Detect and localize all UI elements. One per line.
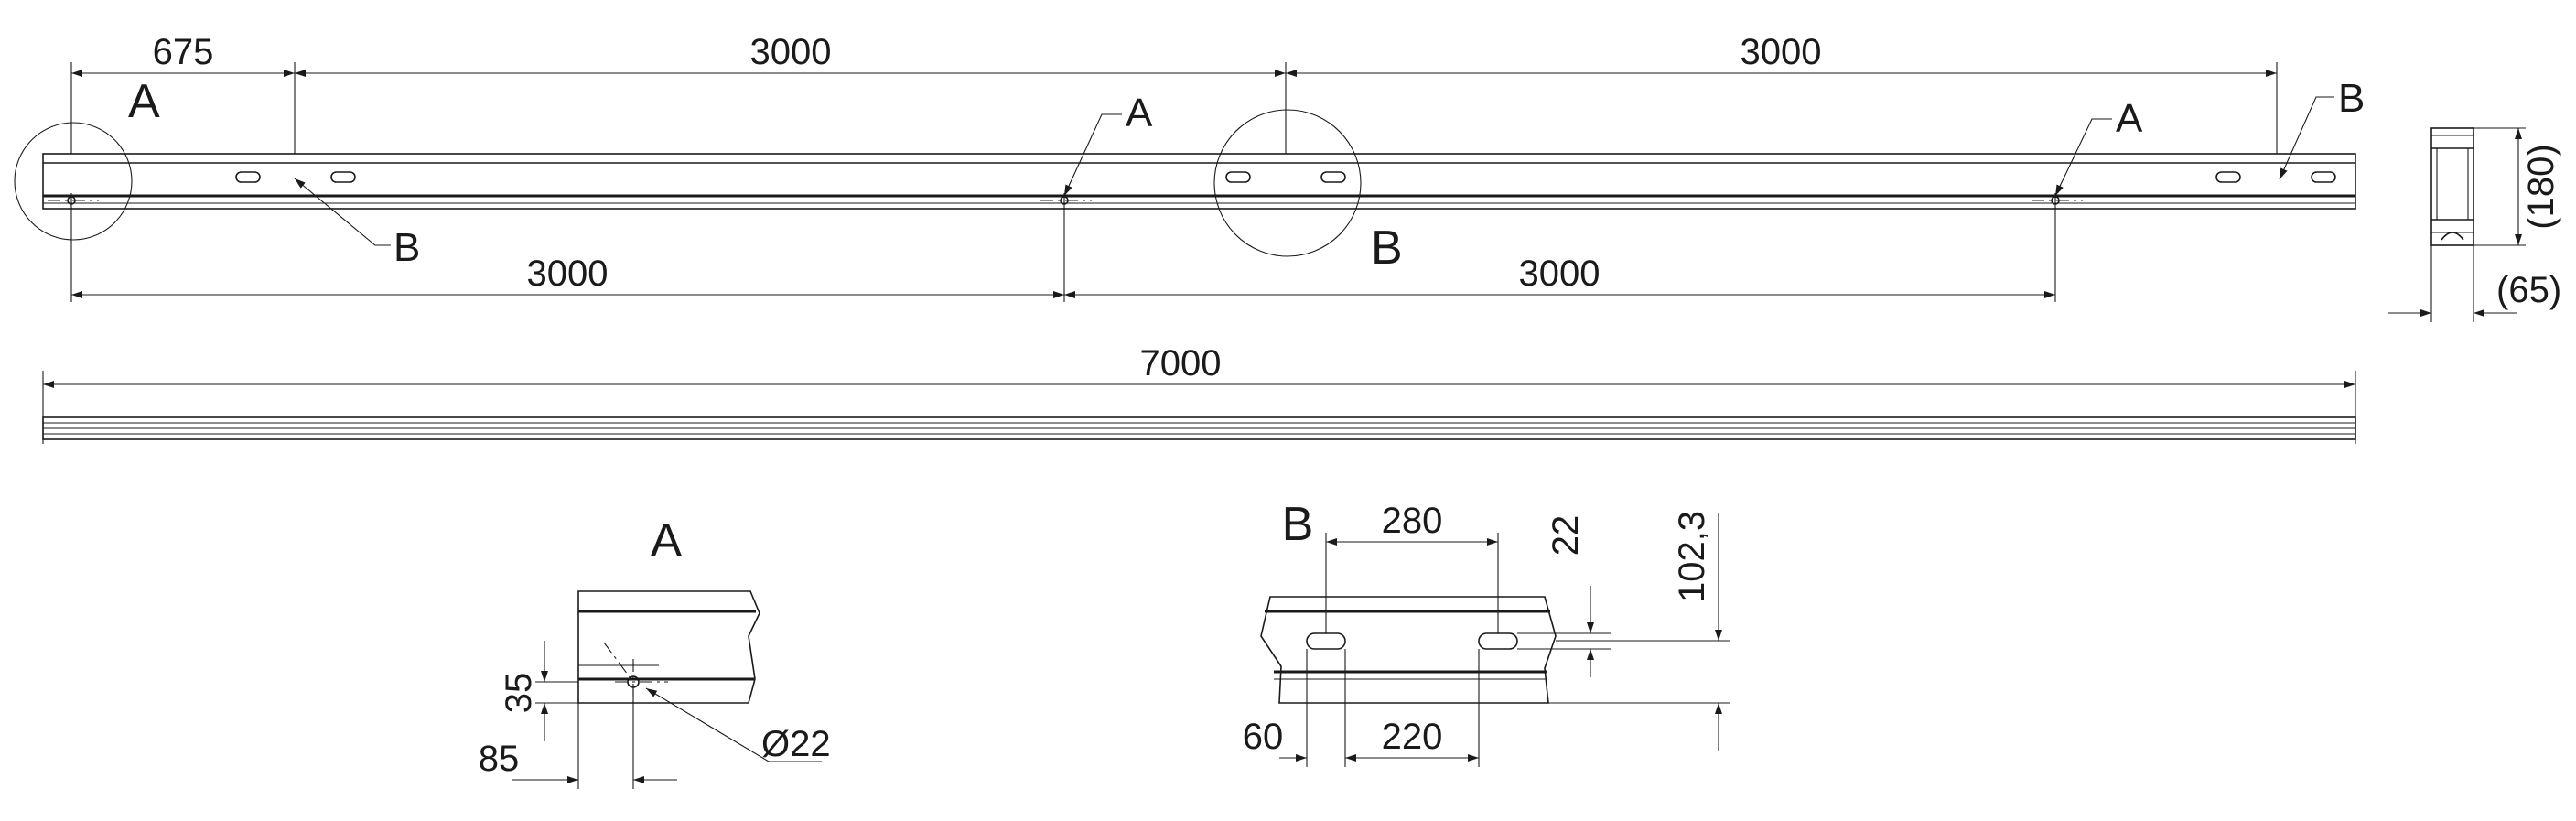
svg-text:A: A [2116,96,2143,141]
dim-3000-bottom-right: 3000 [1519,254,1601,294]
svg-text:A: A [1126,91,1153,135]
detail-a-diameter-leader [645,687,822,762]
callout-a-1: A [1063,91,1153,197]
detail-b-dim-102-3: 102,3 [1672,511,1712,602]
dim-3000-top-left: 3000 [750,32,832,72]
detail-b-title: B [1282,498,1314,551]
detail-b-dim-280: 280 [1382,501,1443,541]
detail-a: A 35 85 Ø22 [479,514,831,789]
detail-a-dim-85: 85 [479,739,520,779]
side-view: 7000 [42,343,2356,444]
detail-b: B 280 220 60 [1243,498,1730,767]
section-height-dim: (180) [2521,144,2561,229]
extension-lines [70,62,2278,302]
detail-a-title: A [651,514,683,567]
detail-b-dim-60: 60 [1243,717,1284,757]
detail-a-dim-diameter: Ø22 [761,724,831,764]
detail-circle-a [14,122,133,241]
svg-text:B: B [393,225,420,270]
detail-a-dim-35: 35 [499,673,539,714]
section-view: (180) (65) [2388,127,2561,322]
detail-label-b: B [1371,221,1403,275]
callout-a-2: A [2054,96,2143,197]
callout-b-1: B [294,178,420,270]
detail-b-slot-1 [1306,632,1346,650]
rail-holes [48,193,2083,209]
dim-7000: 7000 [1140,343,1222,383]
svg-text:B: B [2338,76,2365,121]
detail-label-a: A [128,75,160,128]
detail-b-dim-22: 22 [1546,515,1586,556]
dim-675: 675 [153,32,214,72]
rail-slots [235,171,2336,183]
section-width-dim: (65) [2496,270,2561,310]
detail-circle-b [1213,109,1362,257]
detail-b-dim-220: 220 [1382,717,1443,757]
detail-b-slot-2 [1478,632,1518,650]
top-view: 675 3000 3000 3000 3000 A B A A B B [14,32,2365,302]
detail-a-outline [577,590,760,704]
callout-b-2: B [2279,76,2365,180]
dim-3000-bottom-left: 3000 [527,254,609,294]
dim-3000-top-right: 3000 [1741,32,1822,72]
section-outline [2430,127,2474,246]
rail-outline [42,153,2356,210]
